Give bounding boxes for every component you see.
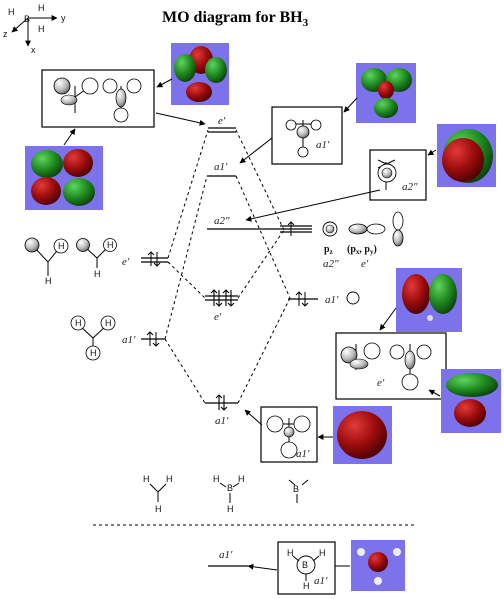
h-e-salc-1: H H: [24, 237, 69, 286]
inset-a1-star-box: a1′: [271, 106, 343, 165]
h-e-label: e′: [122, 256, 130, 268]
inset-a1-bond-box: a1′: [260, 406, 318, 463]
b-s-orbital: [346, 291, 360, 305]
svg-text:H: H: [155, 504, 162, 514]
orbital-render-a1-star: [356, 63, 416, 123]
e-bond-box-label: e′: [377, 377, 385, 389]
electron-up-1: [210, 289, 218, 306]
b-px-picture: [348, 223, 386, 235]
b-pz-label: pz: [324, 244, 333, 256]
bottom-bh3-structure: B H H H: [213, 474, 245, 514]
svg-text:B: B: [293, 484, 299, 494]
mo-levels: e′ a1′ a2″ e′ a1′: [205, 115, 280, 427]
orbital-render-a1-bond: [333, 406, 392, 464]
b-a2pp-label: a2″: [323, 258, 339, 270]
level-a1-star-label: a1′: [214, 161, 228, 173]
svg-text:B: B: [302, 560, 308, 570]
orbital-render-e-right: [396, 268, 462, 332]
orbital-render-bottom: [351, 540, 405, 591]
inset-e-star-box: [41, 69, 155, 128]
svg-text:H: H: [303, 581, 310, 591]
x-axis-label: x: [31, 45, 36, 55]
orbital-render-e-right-2: [441, 369, 501, 433]
level-e-bond-label: e′: [214, 311, 222, 323]
b-pz-picture: [322, 221, 338, 237]
electron-down-3: [220, 395, 228, 411]
svg-text:H: H: [287, 548, 294, 558]
bottom-b-structure: B: [288, 479, 309, 503]
electron-down-2: [227, 290, 235, 307]
bottom-box: B H H H a1′: [277, 541, 336, 595]
orbital-render-e-left: [25, 146, 103, 210]
h-a1-label: a1′: [122, 334, 136, 346]
b-2s-label: a1′: [325, 294, 339, 306]
level-e-star-label: e′: [218, 115, 226, 127]
electron-down-1: [215, 290, 223, 307]
b-pxy-label: (px, py): [347, 244, 377, 256]
orbital-render-e-star: [171, 43, 229, 105]
svg-text:H: H: [238, 474, 245, 484]
z-axis-label: z: [3, 29, 8, 39]
svg-text:H: H: [90, 348, 97, 358]
svg-text:H: H: [75, 318, 82, 328]
svg-text:H: H: [45, 276, 52, 286]
electron-arrows: [210, 289, 235, 411]
svg-text:H: H: [227, 504, 234, 514]
svg-text:H: H: [213, 474, 220, 484]
orbital-render-a2pp: [437, 124, 496, 187]
b-py-picture: [392, 211, 404, 247]
svg-text:H: H: [166, 474, 173, 484]
y-axis-label: y: [61, 13, 66, 23]
electron-up-2: [222, 289, 230, 306]
level-a1-bond-label: a1′: [215, 415, 229, 427]
bottom-box-label: a1′: [314, 575, 328, 587]
axis-h-label-bottom: H: [38, 24, 45, 34]
electron-up-3: [215, 394, 223, 410]
b-e-label: e′: [361, 258, 369, 270]
axis-h-label-left: H: [8, 7, 15, 17]
a1-star-box-label: a1′: [316, 139, 330, 151]
bottom-nonbond-label: a1′: [219, 549, 233, 561]
svg-text:H: H: [319, 548, 326, 558]
inset-a2pp-box: a2″: [369, 149, 427, 201]
axis-boron-label: B: [24, 14, 30, 24]
axis-system: y x z B H H H: [3, 3, 66, 55]
svg-text:H: H: [105, 318, 112, 328]
axis-h-label-top: H: [38, 3, 45, 13]
svg-text:H: H: [107, 240, 114, 250]
z-axis-arrow: [11, 17, 29, 33]
svg-text:H: H: [58, 241, 65, 251]
h-a1-salc: H H H: [70, 315, 116, 361]
a2pp-box-label: a2″: [402, 181, 418, 193]
a1-bond-box-label: a1′: [296, 448, 310, 460]
bottom-h3-structure: H H H: [143, 474, 173, 514]
h-e-salc-2: H H: [76, 238, 117, 279]
svg-text:H: H: [94, 269, 101, 279]
diagram-title: MO diagram for BH3: [162, 9, 309, 29]
h3-fragment: e′ a1′ H H H H: [24, 237, 168, 361]
svg-text:B: B: [227, 483, 233, 493]
inset-e-bond-box: e′: [335, 332, 447, 400]
level-a2pp-label: a2″: [214, 215, 230, 227]
svg-text:H: H: [143, 474, 150, 484]
boron-fragment: a1′ pz (px, py) a2″ e′: [280, 211, 404, 307]
correlation-lines: [164, 129, 291, 404]
